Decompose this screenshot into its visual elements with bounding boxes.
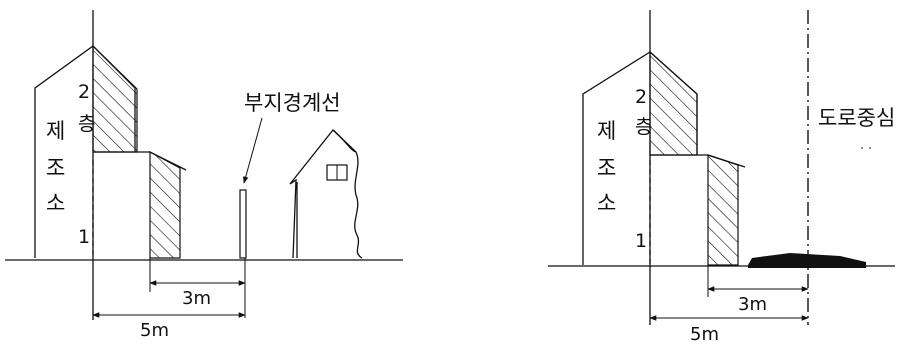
storey-label-1: 1 — [78, 226, 90, 248]
dimension-label-5m: 5m — [140, 320, 169, 341]
hatched-zone-upper-right — [649, 50, 698, 156]
building-name-2: 조 — [46, 156, 65, 180]
annotation-arrow — [242, 117, 263, 184]
hatched-zone-lower — [149, 151, 181, 259]
building-name-1-right: 제 — [597, 119, 616, 143]
storey-label-2: 2 — [78, 81, 90, 103]
storey-label-floor-right: 층 — [635, 116, 652, 138]
dimension-label-3m: 3m — [182, 288, 211, 309]
dimension-label-5m-right: 5m — [690, 324, 719, 345]
hatched-zone-upper — [92, 44, 138, 153]
neighbor-house-torn-edge — [332, 129, 363, 259]
building-name-3-right: 소 — [597, 191, 616, 215]
boundary-post — [239, 189, 247, 259]
storey-label-floor: 층 — [78, 113, 95, 135]
road-surface — [748, 253, 866, 268]
dimension-label-3m-right: 3m — [738, 294, 767, 315]
left-panel: 부지경계선 2 층 1 제 조 소 3m 5m — [5, 10, 403, 341]
annotation-label: 부지경계선 — [244, 91, 341, 115]
building-name-2-right: 조 — [597, 156, 616, 180]
building-name-3: 소 — [46, 191, 65, 215]
neighbor-house-outline — [289, 129, 357, 259]
right-panel: 도로중심 2 층 1 제 조 소 3m 5m — [548, 10, 895, 345]
storey-label-1-right: 1 — [635, 230, 647, 252]
hatched-zone-lower-right — [707, 154, 739, 266]
building-name-1: 제 — [46, 119, 65, 143]
annotation-label-right: 도로중심 — [818, 106, 895, 130]
storey-label-2-right: 2 — [635, 86, 647, 108]
